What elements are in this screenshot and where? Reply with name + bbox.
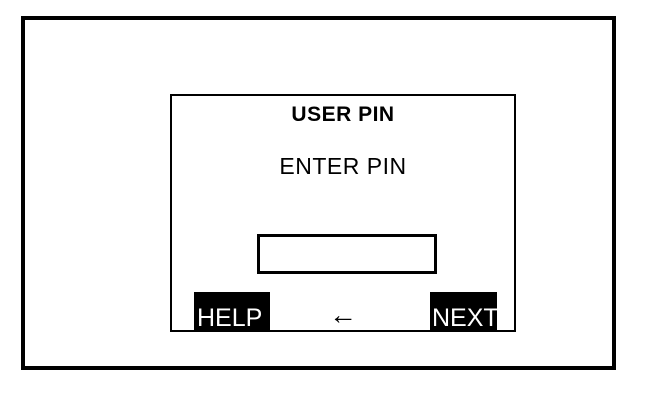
softkey-row: ← HELP NEXT	[170, 292, 516, 334]
pin-input[interactable]	[257, 234, 437, 274]
page-title: USER PIN	[291, 103, 395, 126]
screen-panel: USER PIN ENTER PIN ← HELP NEXT	[170, 94, 516, 332]
prompt-label: ENTER PIN	[279, 153, 407, 179]
device-frame: USER PIN ENTER PIN ← HELP NEXT	[21, 16, 616, 370]
back-arrow-icon[interactable]: ←	[329, 299, 357, 330]
next-button[interactable]: NEXT	[430, 292, 497, 332]
help-button[interactable]: HELP	[194, 292, 270, 332]
